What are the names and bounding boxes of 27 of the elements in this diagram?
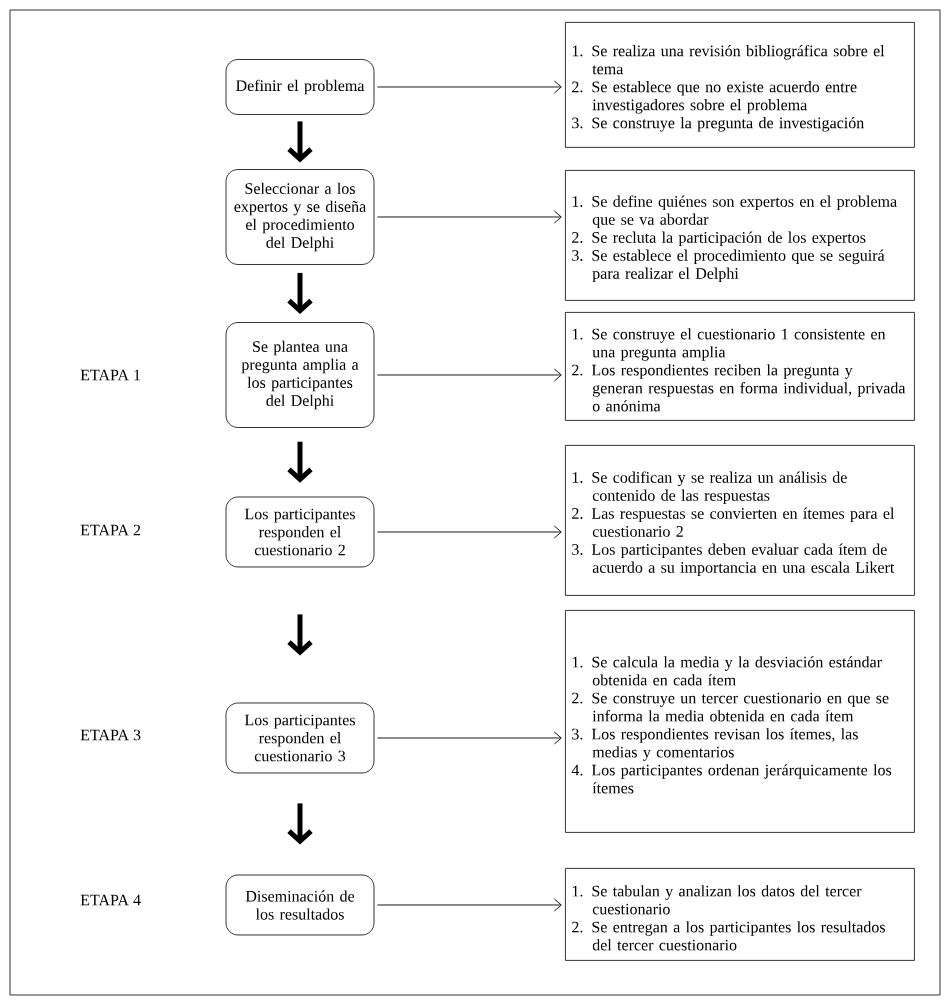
- down-arrow: [287, 121, 313, 163]
- arrow: [376, 210, 562, 224]
- step-box: Se plantea una pregunta amplia a los participantes del Delphi: [225, 322, 375, 428]
- step-box: Los participantes responden el cuestionario 2: [225, 496, 375, 568]
- down-arrow: [287, 803, 313, 845]
- task-list-box: 1. Se define quiénes son expertos en el problema que se va abordar 2. Se recluta la participación de los expertos 3. Se establece el procedimiento que se seguirá para realizar el Delphi: [565, 170, 915, 301]
- down-arrow: [287, 272, 313, 315]
- task-list-box: 1. Se construye el cuestionario 1 consistente en una pregunta amplia 2. Los respondientes reciben la pregunta y generan respuestas en forma individual, privada o anónima: [565, 312, 915, 421]
- arrow: [376, 525, 562, 539]
- arrow: [376, 731, 562, 745]
- down-arrow: [287, 614, 313, 656]
- task-list-box: 1. Se tabulan y analizan los datos del tercer cuestionario 2. Se entregan a los participantes los resultados del tercer cuestionario: [565, 868, 915, 961]
- step-box: Los participantes responden el cuestionario 3: [225, 702, 375, 774]
- arrow: [376, 368, 562, 382]
- step-box: Definir el problema: [225, 59, 375, 115]
- task-list-box: 1. Se realiza una revisión bibliográfica sobre el tema 2. Se establece que no existe acuerdo entre investigadores sobre el problema 3. Se construye la pregunta de investigación: [565, 22, 915, 148]
- arrow: [376, 898, 562, 912]
- step-box: Diseminación de los resultados: [225, 874, 375, 936]
- task-list-box: 1. Se codifican y se realiza un análisis de contenido de las respuestas 2. Las respuestas se convierten en ítemes para el cuestionario 2 3. Los participantes deben evaluar cada ítem de acuerdo a su importancia en una escala Likert: [565, 445, 915, 596]
- stage-label: ETAPA 4: [80, 894, 141, 906]
- arrow: [376, 80, 562, 94]
- stage-label: ETAPA 2: [80, 524, 141, 536]
- stage-label: ETAPA 1: [80, 369, 141, 381]
- down-arrow: [287, 441, 313, 483]
- stage-label: ETAPA 3: [80, 729, 141, 741]
- step-box: Seleccionar a los expertos y se diseña el procedimiento del Delphi: [225, 169, 375, 265]
- task-list-box: 1. Se calcula la media y la desviación estándar obtenida en cada ítem 2. Se construye un tercer cuestionario en que se informa la media obtenida en cada ítem 3. Los respondientes revisan los ítemes, las medias y comentarios 4. Los participantes ordenan jerárquicamente los ítemes: [565, 610, 915, 833]
